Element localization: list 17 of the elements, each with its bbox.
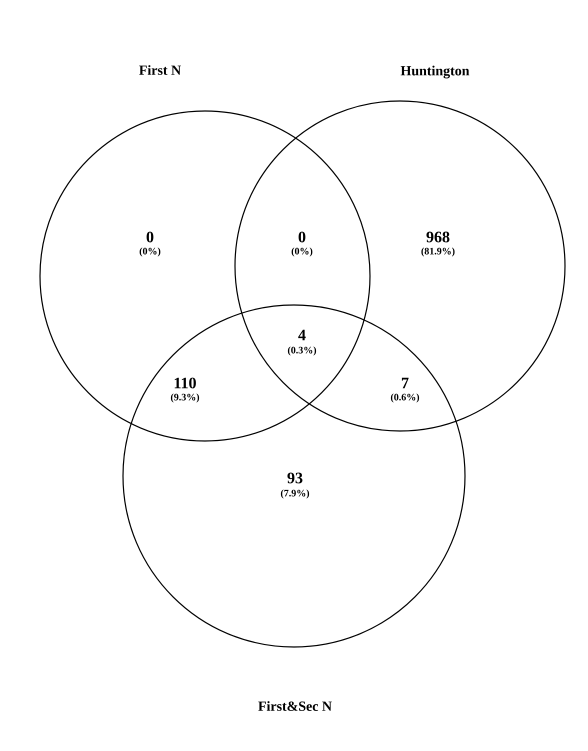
percent-label: (7.9%) bbox=[280, 489, 310, 499]
percent-label: (0%) bbox=[140, 247, 160, 257]
percent-label: (0.6%) bbox=[390, 393, 420, 403]
count-label: 968 bbox=[426, 232, 450, 242]
count-label: 4 bbox=[298, 330, 306, 340]
percent-label: (0%) bbox=[292, 247, 312, 257]
set-title: First N bbox=[139, 65, 181, 75]
percent-label: (9.3%) bbox=[170, 393, 200, 403]
percent-label: (0.3%) bbox=[288, 346, 316, 356]
count-label: 110 bbox=[174, 378, 196, 388]
count-label: 0 bbox=[298, 232, 306, 242]
count-label: 0 bbox=[146, 232, 154, 242]
set-title: Huntington bbox=[400, 66, 470, 78]
count-label: 93 bbox=[287, 472, 302, 484]
set-title: First&Sec N bbox=[258, 701, 332, 711]
percent-label: (81.9%) bbox=[421, 247, 455, 257]
count-label: 7 bbox=[402, 378, 409, 388]
